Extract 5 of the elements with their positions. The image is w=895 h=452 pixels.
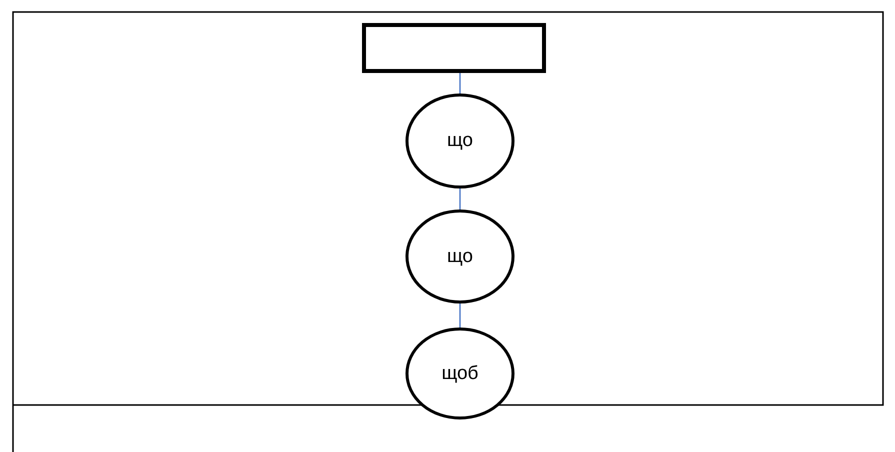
connector-line <box>459 302 461 329</box>
node-label: що <box>447 246 473 268</box>
node-label: щоб <box>442 362 478 384</box>
connector-line <box>459 187 461 211</box>
node-label: що <box>447 130 473 152</box>
